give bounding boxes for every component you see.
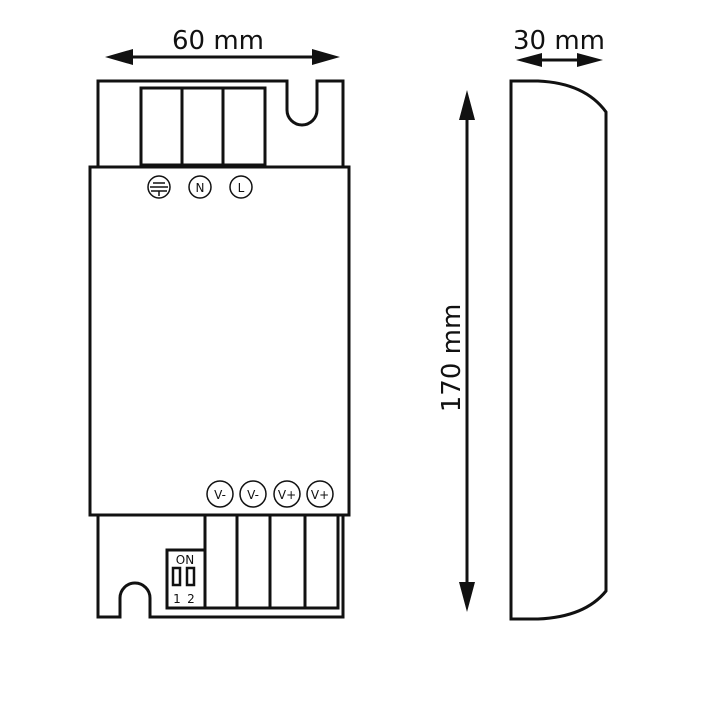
dip-position-2: 2 [187,592,195,606]
top-housing [96,79,345,167]
height-dimension-arrow [459,90,475,612]
live-terminal-symbol [229,175,253,199]
output-label: V- [214,488,226,502]
output-terminal-symbol [306,480,334,508]
depth-label: 30 mm [513,26,605,56]
output-terminal-symbol [273,480,301,508]
depth-dimension-arrow [516,53,603,67]
earth-terminal-symbol [147,175,171,199]
main-body [88,165,351,517]
dip-on-label: ON [176,553,194,567]
output-label: V+ [311,488,329,502]
dip-switch-2 [185,566,196,587]
width-dimension-arrow [105,49,340,65]
side-profile [509,79,608,621]
bottom-housing [96,513,345,619]
dip-position-1: 1 [173,592,181,606]
output-label: V- [247,488,259,502]
dip-switch-1 [171,566,182,587]
earth-ground-icon [150,182,168,196]
dip-switch-housing [165,548,207,610]
width-label: 60 mm [172,26,264,56]
live-label: L [238,181,245,195]
output-terminal-symbol [239,480,267,508]
output-label: V+ [278,488,296,502]
neutral-label: N [196,181,205,195]
neutral-terminal-symbol [188,175,212,199]
height-label: 170 mm [437,304,467,413]
output-terminal-symbol [206,480,234,508]
